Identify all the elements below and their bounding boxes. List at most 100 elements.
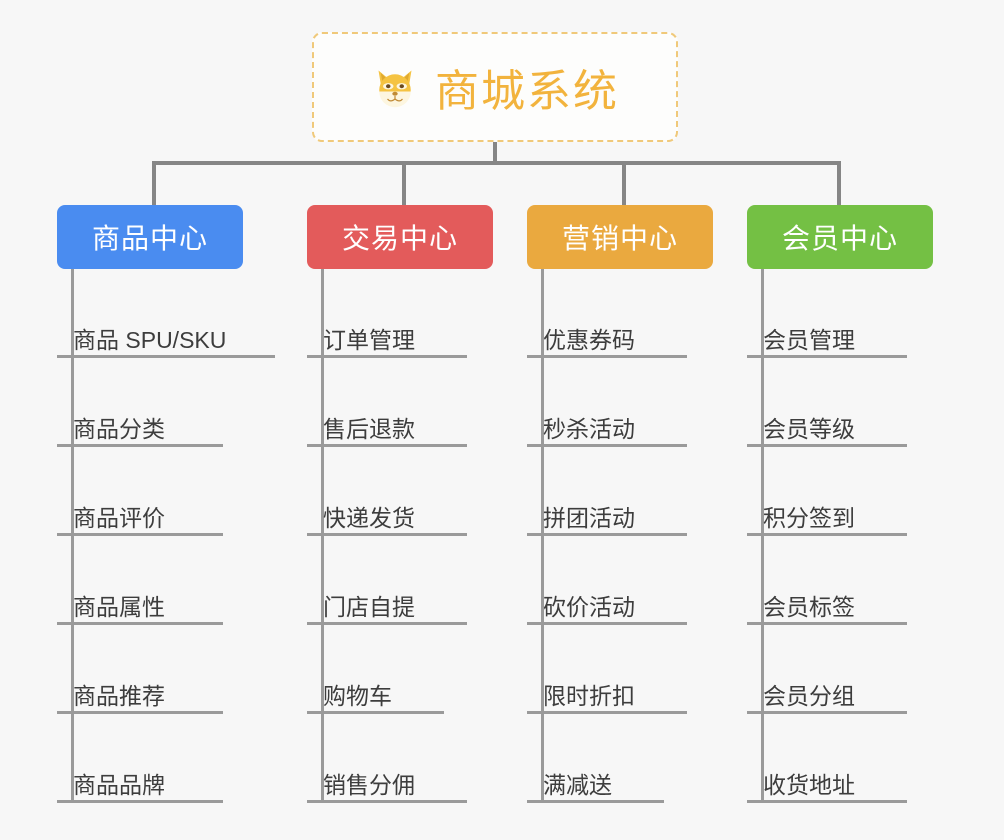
leaf-item[interactable]: 商品 SPU/SKU [57, 269, 275, 358]
trunk-horizontal-connector [152, 161, 841, 165]
leaf-item[interactable]: 会员标签 [747, 536, 933, 625]
leaf-underline [307, 622, 467, 625]
branch-header-2[interactable]: 交易中心 [307, 205, 493, 269]
leaf-item[interactable]: 商品品牌 [57, 714, 243, 803]
branch-header-label-1: 商品中心 [91, 223, 208, 254]
leaf-item[interactable]: 门店自提 [307, 536, 493, 625]
leaf-underline [57, 533, 223, 536]
leaf-underline [527, 622, 687, 625]
leaf-underline [527, 800, 664, 803]
leaf-label: 会员等级 [763, 416, 855, 442]
leaf-underline [527, 711, 687, 714]
leaf-label: 收货地址 [763, 772, 855, 798]
leaf-spine-1 [71, 269, 74, 803]
leaf-label: 订单管理 [323, 327, 415, 353]
leaf-label: 拼团活动 [543, 505, 635, 531]
leaf-underline [527, 533, 687, 536]
branch-column-4: 会员中心 会员管理 会员等级 积分签到 会员标签 会员分组 [747, 205, 933, 803]
leaf-list-4: 会员管理 会员等级 积分签到 会员标签 会员分组 收货地址 [747, 269, 933, 803]
leaf-label: 销售分佣 [323, 772, 415, 798]
leaf-item[interactable]: 满减送 [527, 714, 713, 803]
leaf-label: 限时折扣 [543, 683, 635, 709]
leaf-label: 砍价活动 [543, 594, 635, 620]
leaf-item[interactable]: 优惠券码 [527, 269, 713, 358]
leaf-label: 购物车 [323, 683, 392, 709]
branch-header-1[interactable]: 商品中心 [57, 205, 243, 269]
leaf-label: 门店自提 [323, 594, 415, 620]
leaf-label: 商品品牌 [73, 772, 165, 798]
leaf-underline [57, 622, 223, 625]
leaf-underline [57, 800, 223, 803]
leaf-item[interactable]: 拼团活动 [527, 447, 713, 536]
leaf-underline [527, 444, 687, 447]
leaf-underline [527, 355, 687, 358]
branch-drop-connector-2 [402, 161, 406, 205]
leaf-item[interactable]: 会员等级 [747, 358, 933, 447]
leaf-underline [747, 444, 907, 447]
leaf-item[interactable]: 商品评价 [57, 447, 243, 536]
leaf-label: 商品分类 [73, 416, 165, 442]
branch-header-3[interactable]: 营销中心 [527, 205, 713, 269]
leaf-label: 商品 SPU/SKU [73, 327, 227, 353]
leaf-item[interactable]: 订单管理 [307, 269, 493, 358]
leaf-label: 满减送 [543, 772, 612, 798]
leaf-item[interactable]: 砍价活动 [527, 536, 713, 625]
shiba-dog-face-icon [371, 63, 419, 111]
leaf-label: 商品属性 [73, 594, 165, 620]
leaf-item[interactable]: 商品推荐 [57, 625, 243, 714]
leaf-underline [57, 711, 223, 714]
leaf-item[interactable]: 限时折扣 [527, 625, 713, 714]
leaf-underline [307, 355, 467, 358]
leaf-underline [747, 533, 907, 536]
leaf-label: 秒杀活动 [543, 416, 635, 442]
branch-drop-connector-3 [622, 161, 626, 205]
leaf-item[interactable]: 商品分类 [57, 358, 243, 447]
leaf-underline [747, 711, 907, 714]
leaf-underline [307, 711, 444, 714]
leaf-label: 会员分组 [763, 683, 855, 709]
leaf-label: 会员标签 [763, 594, 855, 620]
leaf-item[interactable]: 售后退款 [307, 358, 493, 447]
leaf-item[interactable]: 商品属性 [57, 536, 243, 625]
branch-column-1: 商品中心 商品 SPU/SKU 商品分类 商品评价 商品属性 商品推荐 [57, 205, 275, 803]
leaf-item[interactable]: 会员管理 [747, 269, 933, 358]
leaf-spine-3 [541, 269, 544, 803]
leaf-item[interactable]: 购物车 [307, 625, 493, 714]
leaf-underline [57, 355, 275, 358]
leaf-label: 优惠券码 [543, 327, 635, 353]
leaf-underline [747, 355, 907, 358]
branch-header-label-2: 交易中心 [341, 223, 458, 254]
leaf-spine-2 [321, 269, 324, 803]
leaf-label: 积分签到 [763, 505, 855, 531]
leaf-list-1: 商品 SPU/SKU 商品分类 商品评价 商品属性 商品推荐 商品品牌 [57, 269, 275, 803]
branch-header-label-3: 营销中心 [561, 223, 678, 254]
branch-header-label-4: 会员中心 [781, 223, 898, 254]
branch-drop-connector-4 [837, 161, 841, 205]
leaf-underline [747, 622, 907, 625]
leaf-label: 商品评价 [73, 505, 165, 531]
leaf-label: 商品推荐 [73, 683, 165, 709]
leaf-underline [307, 533, 467, 536]
leaf-item[interactable]: 销售分佣 [307, 714, 493, 803]
leaf-list-3: 优惠券码 秒杀活动 拼团活动 砍价活动 限时折扣 满减送 [527, 269, 713, 803]
leaf-label: 售后退款 [323, 416, 415, 442]
leaf-item[interactable]: 秒杀活动 [527, 358, 713, 447]
trunk-vertical-connector [493, 142, 497, 164]
root-node[interactable]: 商城系统 [312, 32, 678, 142]
leaf-item[interactable]: 会员分组 [747, 625, 933, 714]
leaf-list-2: 订单管理 售后退款 快递发货 门店自提 购物车 销售分佣 [307, 269, 493, 803]
leaf-item[interactable]: 收货地址 [747, 714, 933, 803]
leaf-underline [307, 444, 467, 447]
branch-header-4[interactable]: 会员中心 [747, 205, 933, 269]
leaf-label: 会员管理 [763, 327, 855, 353]
root-title: 商城系统 [435, 67, 619, 116]
leaf-label: 快递发货 [323, 505, 415, 531]
leaf-underline [747, 800, 907, 803]
leaf-underline [307, 800, 467, 803]
leaf-item[interactable]: 积分签到 [747, 447, 933, 536]
leaf-item[interactable]: 快递发货 [307, 447, 493, 536]
branch-column-3: 营销中心 优惠券码 秒杀活动 拼团活动 砍价活动 限时折扣 [527, 205, 713, 803]
branch-column-2: 交易中心 订单管理 售后退款 快递发货 门店自提 购物车 [307, 205, 493, 803]
leaf-underline [57, 444, 223, 447]
